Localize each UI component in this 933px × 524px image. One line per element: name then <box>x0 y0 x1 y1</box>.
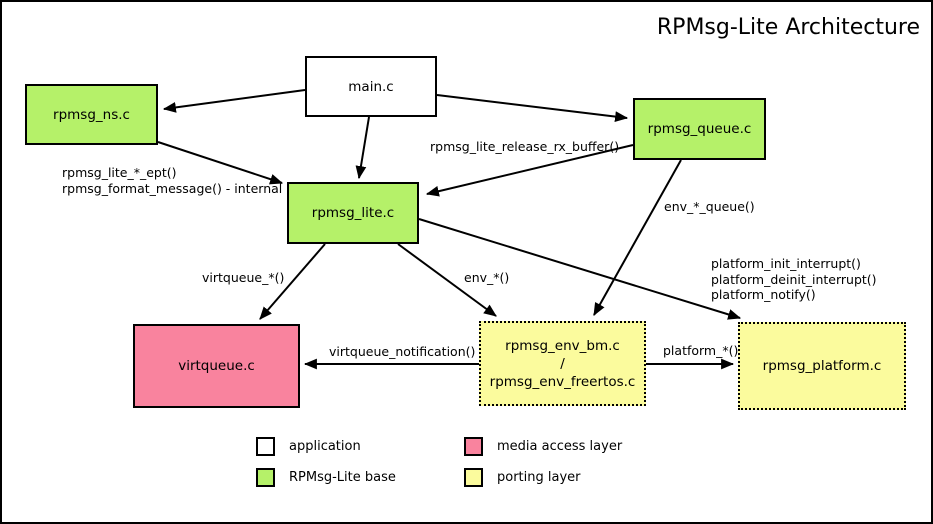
edge-main-to-rpmsg-queue <box>436 94 629 122</box>
node-rpmsg-env-label-line2: / <box>560 355 565 372</box>
legend-label-media-access-layer: media access layer <box>497 439 623 454</box>
edge-label-release-rx-buffer: rpmsg_lite_release_rx_buffer() <box>430 139 620 154</box>
legend-item-rpmsg-lite-base: RPMsg-Lite base <box>256 468 396 487</box>
node-rpmsg-platform: rpmsg_platform.c <box>738 322 906 410</box>
node-rpmsg-queue: rpmsg_queue.c <box>633 98 766 160</box>
edge-label-ept-group: rpmsg_lite_*_ept() rpmsg_format_message(… <box>62 165 282 196</box>
legend-swatch-media-access-layer <box>464 437 483 456</box>
legend-item-porting-layer: porting layer <box>464 468 581 487</box>
node-rpmsg-env-label-line1: rpmsg_env_bm.c <box>505 337 620 354</box>
node-rpmsg-queue-label: rpmsg_queue.c <box>647 121 752 137</box>
node-rpmsg-ns: rpmsg_ns.c <box>25 84 158 145</box>
edge-queue-to-rpmsg-lite <box>425 144 634 197</box>
legend-swatch-porting-layer <box>464 468 483 487</box>
edge-label-platform-init-interrupt: platform_init_interrupt() <box>711 256 861 271</box>
edge-label-virtqueue-notification: virtqueue_notification() <box>329 344 476 359</box>
edge-label-env-queue: env_*_queue() <box>664 199 755 214</box>
edge-lite-to-virtqueue <box>259 243 326 320</box>
node-rpmsg-platform-label: rpmsg_platform.c <box>762 358 882 374</box>
edge-label-platform-deinit-interrupt: platform_deinit_interrupt() <box>711 271 877 287</box>
legend-item-media-access-layer: media access layer <box>464 437 622 456</box>
node-main: main.c <box>305 56 437 117</box>
legend-swatch-rpmsg-lite-base <box>256 468 275 487</box>
node-rpmsg-env-label-line3: rpmsg_env_freertos.c <box>489 373 636 390</box>
edge-label-format-message: rpmsg_format_message() - internal <box>62 180 283 196</box>
legend-label-porting-layer: porting layer <box>497 470 581 485</box>
node-rpmsg-lite-label: rpmsg_lite.c <box>311 205 395 221</box>
node-rpmsg-ns-label: rpmsg_ns.c <box>53 106 130 123</box>
edge-queue-to-env <box>593 159 682 316</box>
edge-ns-to-rpmsg-lite <box>157 141 284 185</box>
edge-label-ept: rpmsg_lite_*_ept() <box>62 165 177 180</box>
legend-swatch-application <box>256 437 275 456</box>
node-virtqueue-label: virtqueue.c <box>178 358 255 374</box>
edge-label-platform-functions-group: platform_init_interrupt() platform_deini… <box>711 256 877 303</box>
legend-label-application: application <box>289 439 361 454</box>
node-virtqueue: virtqueue.c <box>133 324 300 408</box>
edge-lite-to-env <box>397 243 497 317</box>
node-rpmsg-env: rpmsg_env_bm.c / rpmsg_env_freertos.c <box>479 321 646 406</box>
edge-main-to-rpmsg-ns <box>162 89 306 113</box>
edge-main-to-rpmsg-lite <box>355 116 370 180</box>
node-main-label: main.c <box>348 78 394 95</box>
node-rpmsg-lite: rpmsg_lite.c <box>287 182 419 244</box>
edge-label-platform-star: platform_*() <box>663 343 739 358</box>
diagram-title: RPMsg-Lite Architecture <box>656 15 920 40</box>
legend-item-application: application <box>256 437 361 456</box>
edge-label-platform-notify: platform_notify() <box>711 287 816 302</box>
edge-lite-to-platform <box>418 218 742 320</box>
legend-label-rpmsg-lite-base: RPMsg-Lite base <box>289 470 396 485</box>
edge-label-virtqueue-star: virtqueue_*() <box>202 270 285 285</box>
edge-label-env-star: env_*() <box>464 270 510 285</box>
